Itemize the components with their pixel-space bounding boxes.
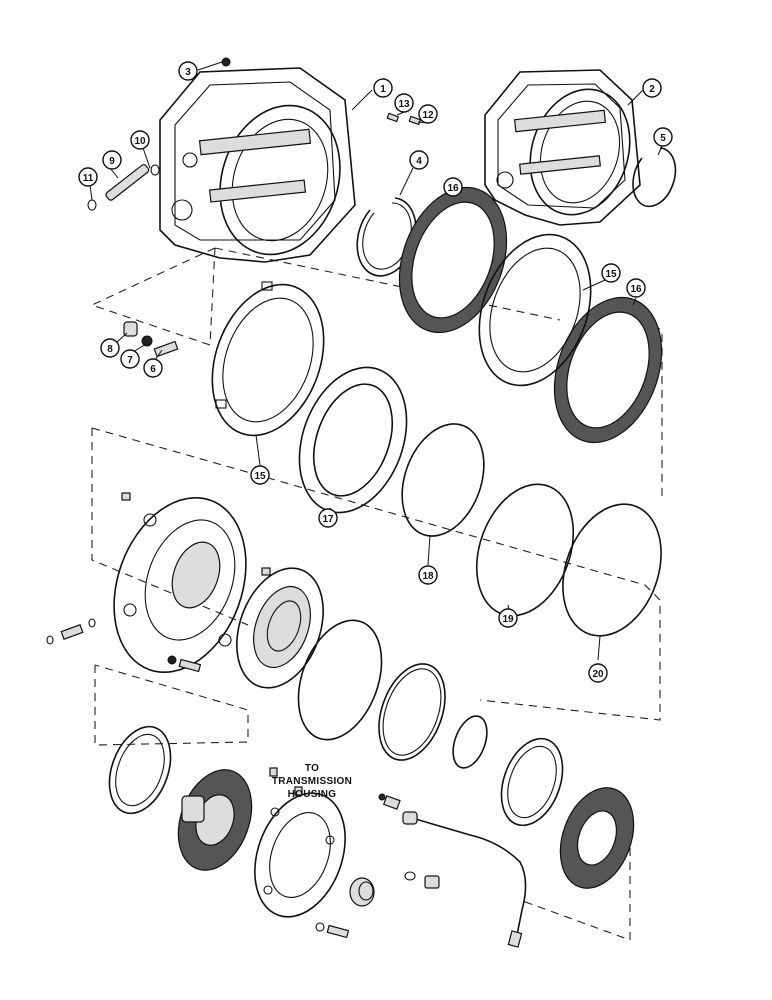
bearing bbox=[349, 877, 375, 907]
dowel-middle-1 bbox=[121, 492, 131, 501]
steel-plate-15-left bbox=[211, 281, 325, 437]
friction-disc-hub bbox=[177, 769, 253, 871]
svg-text:12: 12 bbox=[422, 110, 434, 121]
housing-2 bbox=[484, 69, 641, 226]
svg-text:10: 10 bbox=[134, 136, 146, 147]
svg-text:13: 13 bbox=[398, 99, 410, 110]
o-ring-11 bbox=[87, 199, 97, 211]
callout-1: 1 bbox=[373, 78, 393, 98]
svg-text:7: 7 bbox=[127, 355, 133, 366]
svg-text:19: 19 bbox=[502, 614, 514, 625]
callout-7: 7 bbox=[120, 349, 140, 369]
callout-4: 4 bbox=[409, 150, 429, 170]
svg-text:4: 4 bbox=[416, 156, 422, 167]
seal-ring-lower-2 bbox=[378, 663, 446, 761]
dowel-lower-2 bbox=[294, 786, 303, 796]
svg-text:16: 16 bbox=[630, 284, 642, 295]
snap-ring-4 bbox=[356, 197, 417, 277]
bolt-6 bbox=[153, 340, 179, 358]
friction-disc-16-upper bbox=[398, 186, 508, 334]
svg-text:8: 8 bbox=[107, 344, 113, 355]
callout-9: 9 bbox=[102, 150, 122, 170]
svg-text:18: 18 bbox=[422, 571, 434, 582]
svg-text:11: 11 bbox=[83, 173, 94, 184]
svg-text:20: 20 bbox=[592, 669, 604, 680]
callout-12: 12 bbox=[418, 104, 438, 124]
steel-plate-lower-left bbox=[108, 725, 172, 815]
steel-plate-lower-right bbox=[500, 737, 564, 827]
svg-text:17: 17 bbox=[322, 514, 334, 525]
svg-text:9: 9 bbox=[109, 156, 115, 167]
callout-6: 6 bbox=[143, 358, 163, 378]
svg-text:16: 16 bbox=[447, 183, 459, 194]
bolt-lower bbox=[315, 922, 350, 939]
seal-ring-lower-1 bbox=[297, 619, 383, 741]
dowel-lower-1 bbox=[269, 767, 278, 777]
piston bbox=[236, 567, 324, 689]
group-outline-upper bbox=[90, 247, 663, 498]
svg-text:15: 15 bbox=[605, 269, 617, 280]
svg-text:6: 6 bbox=[150, 364, 156, 375]
seal-ring-lower-3 bbox=[452, 715, 488, 769]
steel-plate-15-right bbox=[478, 233, 592, 387]
cover-plate bbox=[254, 792, 346, 918]
sleeve-8 bbox=[123, 321, 138, 337]
callout-10: 10 bbox=[130, 130, 150, 150]
callout-16-upper: 16 bbox=[443, 177, 463, 197]
fitting-upper bbox=[378, 793, 401, 810]
callout-15-left: 15 bbox=[250, 465, 270, 485]
callout-2: 2 bbox=[642, 78, 662, 98]
oil-tube bbox=[402, 811, 527, 948]
snap-ring-4-inner bbox=[362, 202, 412, 270]
housing-1 bbox=[159, 57, 356, 263]
svg-text:2: 2 bbox=[649, 84, 655, 95]
callout-20: 20 bbox=[588, 663, 608, 683]
callout-19: 19 bbox=[498, 608, 518, 628]
washer-7 bbox=[141, 335, 153, 347]
callout-17: 17 bbox=[318, 508, 338, 528]
snap-ring-5 bbox=[632, 147, 677, 208]
callout-15-right: 15 bbox=[601, 263, 621, 283]
dowel-13 bbox=[386, 112, 400, 123]
dowel-12 bbox=[408, 115, 422, 126]
callout-3: 3 bbox=[178, 61, 198, 81]
svg-text:1: 1 bbox=[380, 84, 386, 95]
callout-13: 13 bbox=[394, 93, 414, 113]
pressure-plate-17 bbox=[298, 366, 408, 514]
seal-ring-20 bbox=[562, 503, 662, 637]
svg-text:15: 15 bbox=[254, 471, 266, 482]
pin-9 bbox=[105, 164, 150, 201]
callout-18: 18 bbox=[418, 565, 438, 585]
o-ring-10 bbox=[150, 164, 160, 176]
callout-5: 5 bbox=[653, 127, 673, 147]
fitting-left bbox=[46, 618, 96, 645]
seal-ring-lower-2-inner bbox=[382, 668, 442, 756]
svg-text:5: 5 bbox=[660, 133, 666, 144]
piston-housing bbox=[113, 497, 247, 673]
callout-11: 11 bbox=[78, 167, 98, 187]
transmission-note-line-1: TO bbox=[305, 763, 319, 774]
svg-text:3: 3 bbox=[185, 67, 191, 78]
transmission-note-line-3: HOUSING bbox=[288, 789, 337, 800]
transmission-note-line-2: TRANSMISSION bbox=[272, 776, 352, 787]
group-outline-lower bbox=[94, 664, 631, 941]
seal-ring-18 bbox=[401, 423, 485, 537]
bolt-middle bbox=[167, 655, 202, 673]
callout-16-right: 16 bbox=[626, 278, 646, 298]
friction-disc-lower-right bbox=[559, 787, 635, 889]
elbow-fitting bbox=[404, 871, 440, 889]
callout-8: 8 bbox=[100, 338, 120, 358]
dowel-middle-2 bbox=[261, 567, 271, 576]
